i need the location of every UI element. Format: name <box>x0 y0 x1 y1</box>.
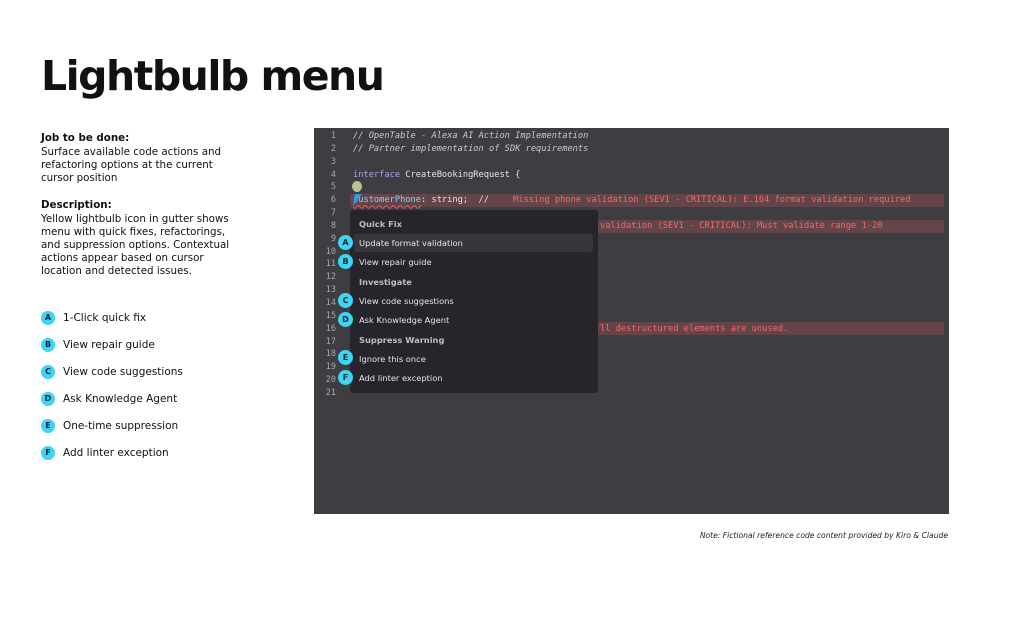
line-number: 19 <box>325 362 336 373</box>
line-number: 4 <box>330 169 336 180</box>
interface-name: CreateBookingRequest { <box>400 169 521 180</box>
line-6[interactable]: customerPhone: string; // Missing phone v… <box>353 194 911 207</box>
error-message: Missing phone validation (SEV1 - CRITICA… <box>513 195 911 206</box>
line-number: 8 <box>330 220 336 231</box>
line-number: 14 <box>325 297 336 308</box>
lightbulb-icon[interactable] <box>352 181 362 192</box>
legend-item: D Ask Knowledge Agent <box>41 385 183 412</box>
line-8-error: validation (SEV1 - CRITICAL): Must valid… <box>600 221 883 231</box>
description-heading: Description: <box>41 199 112 211</box>
menu-item-ignore-this-once[interactable]: Ignore this once <box>359 354 426 364</box>
badge-c: C <box>41 364 55 379</box>
section-suppress-warning: Suppress Warning <box>359 335 445 345</box>
description-text: Yellow lightbulb icon in gutter shows me… <box>41 213 230 277</box>
error-highlight <box>350 194 944 207</box>
footnote: Note: Fictional reference code content p… <box>699 531 948 540</box>
menu-item-update-format-validation[interactable]: Update format validation <box>354 234 593 252</box>
line-number: 13 <box>325 285 336 296</box>
line-number: 18 <box>325 349 336 360</box>
menu-item-ask-knowledge-agent[interactable]: Ask Knowledge Agent <box>359 315 450 325</box>
line-16-error: ll destructured elements are unused. <box>600 323 789 334</box>
line-number: 20 <box>325 375 336 386</box>
info-panel: Job to be done: Surface available code a… <box>41 132 241 292</box>
menu-item-view-repair-guide[interactable]: View repair guide <box>359 257 432 267</box>
job-text: Surface available code actions and refac… <box>41 146 222 184</box>
page-title: Lightbulb menu <box>41 52 385 100</box>
legend-item: F Add linter exception <box>41 439 183 466</box>
comment: // OpenTable - Alexa AI Action Implement… <box>353 131 589 141</box>
lightbulb-menu: Quick Fix Update format validation View … <box>350 210 598 393</box>
section-investigate: Investigate <box>359 277 412 287</box>
legend-label: One-time suppression <box>63 419 179 432</box>
badge-c: C <box>338 293 353 308</box>
line-number: 1 <box>330 131 336 141</box>
property: customerPhone <box>353 195 421 206</box>
line-number: 21 <box>325 387 336 398</box>
keyword: interface <box>353 169 401 180</box>
badge-e: E <box>41 418 55 433</box>
error-highlight <box>598 220 944 233</box>
line-4[interactable]: interface CreateBookingRequest { <box>353 169 520 182</box>
badge-f: F <box>41 445 55 460</box>
legend-label: View code suggestions <box>63 365 183 378</box>
legend-label: Ask Knowledge Agent <box>63 392 178 405</box>
badge-a: A <box>338 235 353 250</box>
type: : string; // <box>421 195 489 206</box>
line-number: 16 <box>325 323 336 334</box>
line-number: 11 <box>325 259 336 270</box>
error-highlight <box>598 322 944 335</box>
legend-label: View repair guide <box>63 338 155 351</box>
legend-item: C View code suggestions <box>41 358 183 385</box>
line-number: 10 <box>325 246 336 257</box>
line-number: 12 <box>325 272 336 283</box>
line-number: 17 <box>325 336 336 347</box>
badge-f: F <box>338 370 353 385</box>
legend-item: B View repair guide <box>41 331 183 358</box>
line-1[interactable]: // OpenTable - Alexa AI Action Implement… <box>353 130 588 143</box>
legend-label: Add linter exception <box>63 446 169 459</box>
line-number: 2 <box>330 143 336 154</box>
legend-item: A 1-Click quick fix <box>41 304 183 331</box>
section-quick-fix: Quick Fix <box>359 219 402 229</box>
line-number: 5 <box>330 182 336 193</box>
line-number: 6 <box>330 195 336 206</box>
legend-item: E One-time suppression <box>41 412 183 439</box>
job-heading: Job to be done: <box>41 132 130 144</box>
line-number: 3 <box>330 156 336 167</box>
badge-e: E <box>338 350 353 365</box>
badge-d: D <box>338 312 353 327</box>
badge-b: B <box>41 337 55 352</box>
legend-label: 1-Click quick fix <box>63 311 147 324</box>
comment: // Partner implementation of SDK require… <box>353 143 589 154</box>
line-2[interactable]: // Partner implementation of SDK require… <box>353 143 588 156</box>
menu-item-view-code-suggestions[interactable]: View code suggestions <box>359 296 454 306</box>
line-number: 7 <box>330 208 336 219</box>
badge-b: B <box>338 254 353 269</box>
line-number: 15 <box>325 310 336 321</box>
badge-d: D <box>41 391 55 406</box>
badge-a: A <box>41 310 55 325</box>
menu-item-add-linter-exception[interactable]: Add linter exception <box>359 373 443 383</box>
line-number: 9 <box>330 233 336 244</box>
